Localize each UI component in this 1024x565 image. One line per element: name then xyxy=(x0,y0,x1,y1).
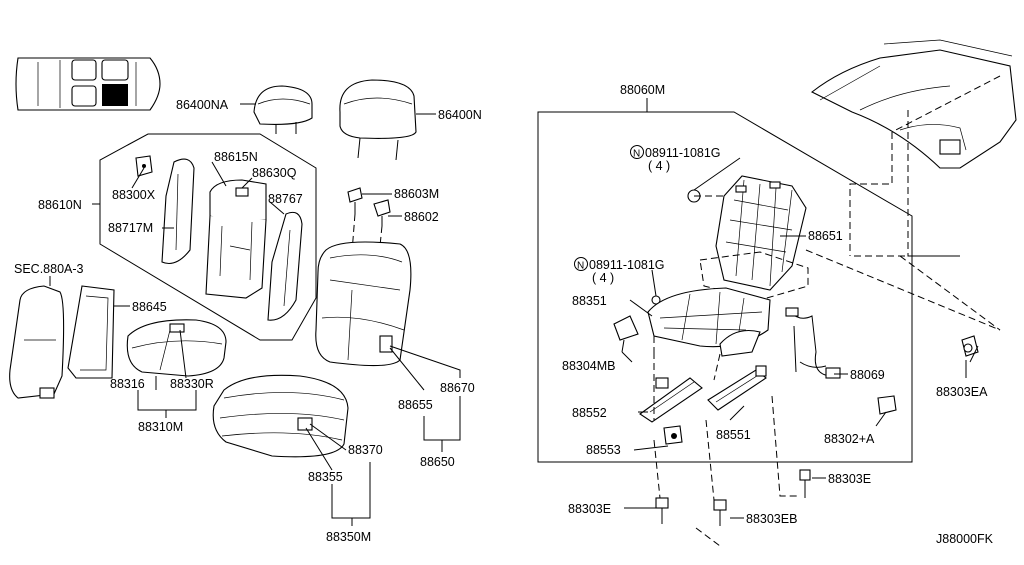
label-88615N[interactable]: 88615N xyxy=(214,150,258,164)
label-88553[interactable]: 88553 xyxy=(586,443,621,457)
label-88060M[interactable]: 88060M xyxy=(620,83,665,97)
label-88069[interactable]: 88069 xyxy=(850,368,885,382)
label-88650[interactable]: 88650 xyxy=(420,455,455,469)
label-88350M[interactable]: 88350M xyxy=(326,530,371,544)
label-88552[interactable]: 88552 xyxy=(572,406,607,420)
armrest-88615N xyxy=(205,179,267,299)
trim-88717M xyxy=(161,158,195,265)
clip-88300X xyxy=(135,155,153,177)
car-locator-icon xyxy=(15,57,161,111)
label-08911-1081G-lower[interactable]: 08911-1081G xyxy=(589,258,665,272)
n-symbol-lower-text: N xyxy=(577,261,584,272)
label-88630Q[interactable]: 88630Q xyxy=(252,166,297,180)
seatback-88650 xyxy=(315,241,412,367)
label-88316[interactable]: 88316 xyxy=(110,377,145,391)
bolt-88303EA xyxy=(961,335,979,357)
label-88304MB[interactable]: 88304MB xyxy=(562,359,616,373)
label-88370[interactable]: 88370 xyxy=(348,443,383,457)
label-88610N[interactable]: 88610N xyxy=(38,198,82,212)
label-88717M[interactable]: 88717M xyxy=(108,221,153,235)
cushion-88350M xyxy=(212,374,349,458)
leaders-right xyxy=(621,157,979,547)
label-88645[interactable]: 88645 xyxy=(132,300,167,314)
label-88303E-right[interactable]: 88303E xyxy=(828,472,871,486)
label-88602[interactable]: 88602 xyxy=(404,210,439,224)
pad-88645 xyxy=(67,285,115,379)
label-88330R[interactable]: 88330R xyxy=(170,377,214,391)
label-88651[interactable]: 88651 xyxy=(808,229,843,243)
headrest-small xyxy=(253,85,313,134)
bolt-88303E-left xyxy=(655,497,669,524)
bolt-88602 xyxy=(373,199,391,226)
n-symbol-lower-icon: N xyxy=(574,257,588,272)
bolt-88303E-right xyxy=(799,469,811,498)
label-08911-1081G-upper[interactable]: 08911-1081G xyxy=(645,146,721,160)
frame-88060M-outline xyxy=(537,111,913,463)
label-88303EA[interactable]: 88303EA xyxy=(936,385,988,399)
vehicle-floor xyxy=(810,39,1017,169)
trim-88767 xyxy=(267,211,303,321)
label-88302A[interactable]: 88302+A xyxy=(824,432,875,446)
label-88355[interactable]: 88355 xyxy=(308,470,343,484)
rail-88551 xyxy=(707,365,767,411)
label-88300X[interactable]: 88300X xyxy=(112,188,156,202)
frame-88351 xyxy=(647,287,771,357)
label-88303EB[interactable]: 88303EB xyxy=(746,512,797,526)
label-88303E-left[interactable]: 88303E xyxy=(568,502,611,516)
label-88655[interactable]: 88655 xyxy=(398,398,433,412)
group-88610N-outline xyxy=(99,133,317,341)
n-symbol-upper-text: N xyxy=(633,149,640,160)
label-88351[interactable]: 88351 xyxy=(572,294,607,308)
label-88767[interactable]: 88767 xyxy=(268,192,303,206)
n-symbol-upper-icon: N xyxy=(630,145,644,160)
label-88603M[interactable]: 88603M xyxy=(394,187,439,201)
label-88551[interactable]: 88551 xyxy=(716,428,751,442)
clip-88304MB xyxy=(613,315,639,353)
clip-88553 xyxy=(663,425,683,445)
frame-88651 xyxy=(715,175,807,291)
bolt-88603M xyxy=(347,187,363,214)
bolt-88303EB xyxy=(713,499,727,526)
headrest-large xyxy=(339,79,417,161)
label-88670[interactable]: 88670 xyxy=(440,381,475,395)
label-qty-upper: ( 4 ) xyxy=(648,159,670,173)
label-88310M[interactable]: 88310M xyxy=(138,420,183,434)
label-86400NA[interactable]: 86400NA xyxy=(176,98,229,112)
rail-88552 xyxy=(639,377,703,423)
label-86400N[interactable]: 86400N xyxy=(438,108,482,122)
side-panel-sec880a3 xyxy=(9,285,65,399)
harness-88069 xyxy=(785,307,841,379)
leaders-left xyxy=(49,103,461,526)
clip-88302A xyxy=(877,395,897,415)
cushion-88310M xyxy=(126,319,227,377)
label-qty-lower: ( 4 ) xyxy=(592,271,614,285)
label-sec880a3[interactable]: SEC.880A-3 xyxy=(14,262,84,276)
diagram-code: J88000FK xyxy=(936,532,994,546)
